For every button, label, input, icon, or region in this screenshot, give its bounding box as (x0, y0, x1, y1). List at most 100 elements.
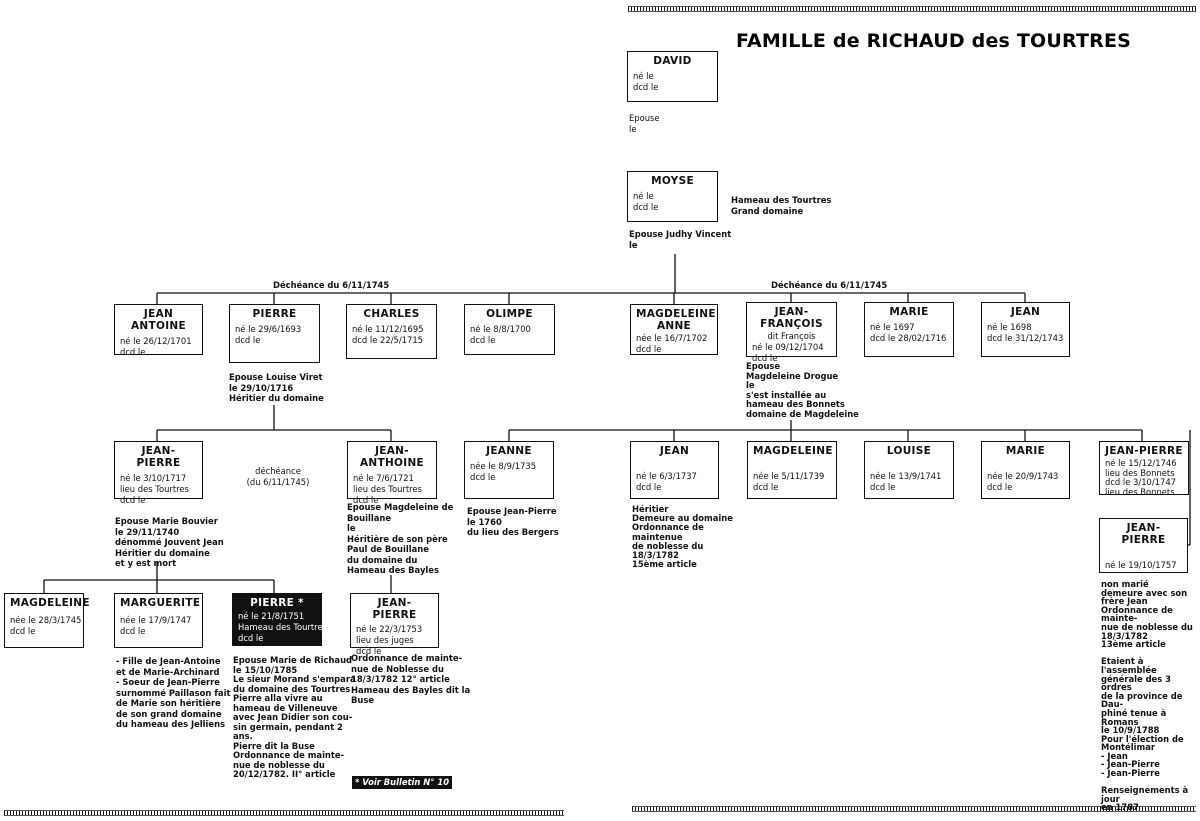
person-box-magdeleine-1739: MAGDELEINE née le 5/11/1739 dcd le (747, 441, 837, 499)
birth-line: né le 15/12/1746 (1105, 458, 1177, 468)
birth-line: née le 13/9/1741 (870, 471, 942, 481)
person-name: MAGDELEINE (10, 597, 90, 609)
birth-line: né le 29/6/1693 (235, 324, 302, 334)
birth-line: né le 1698 (987, 322, 1032, 332)
death-line: dcd le (636, 344, 662, 354)
death-line: dcd le (987, 482, 1013, 492)
bottom-border-left (4, 810, 564, 816)
person-box-marguerite: MARGUERITE née le 17/9/1747 dcd le (114, 593, 203, 648)
person-box-david: DAVID né le dcd le (627, 51, 718, 102)
note-jean-pierre-1757: non marié demeure avec son frère Jean Or… (1101, 579, 1193, 813)
death-line: dcd le (870, 482, 896, 492)
person-box-pierre-1693: PIERRE né le 29/6/1693 dcd le (229, 304, 320, 363)
person-box-jean-pierre-1757: JEAN-PIERRE né le 19/10/1757 (1099, 518, 1188, 573)
death-line: dcd le (752, 353, 778, 363)
death-line: dcd le (235, 335, 261, 345)
person-name: OLIMPE (486, 308, 533, 320)
birth-line: né le 1697 (870, 322, 915, 332)
decheance-right: Déchéance du 6/11/1745 (771, 280, 888, 290)
page-title: FAMILLE de RICHAUD des TOURTRES (736, 30, 1132, 52)
place-line: Hameau des Tourtres (238, 622, 327, 632)
person-name: JEAN-PIERRE (1121, 522, 1166, 546)
birth-line: né le 19/10/1757 (1105, 560, 1177, 570)
spouse-note-david: Epouse le (629, 113, 660, 134)
person-name: JEAN-PIERRE (1105, 445, 1183, 457)
decheance-left: Déchéance du 6/11/1745 (273, 280, 390, 290)
spouse-note-jean-anthoine: Epouse Magdeleine de Bouillane le Hériti… (347, 502, 454, 575)
birth-line: né le 09/12/1704 (752, 342, 824, 352)
birth-line: née le 16/7/1702 (636, 333, 708, 343)
person-box-marie-1697: MARIE né le 1697 dcd le 28/02/1716 (864, 302, 954, 357)
person-box-pierre-1751: PIERRE * né le 21/8/1751 Hameau des Tour… (232, 593, 327, 646)
person-name: JEANNE (486, 445, 532, 457)
person-name: JEAN ANTOINE (131, 308, 186, 332)
death-line: dcd le (356, 646, 382, 656)
person-name: MARIE (1005, 445, 1046, 457)
place-note-moyse: Hameau des Tourtres Grand domaine (731, 195, 832, 216)
death-line: dcd le (120, 495, 146, 505)
birth-line: né le 26/12/1701 (120, 336, 192, 346)
death-line: dcd le (120, 347, 146, 357)
person-name: PIERRE (252, 308, 297, 320)
death-line: dcd le 31/12/1743 (987, 333, 1064, 343)
death-line: dcd le (470, 335, 496, 345)
person-box-jean-anthoine: JEAN-ANTHOINE né le 7/6/1721 lieu des To… (347, 441, 437, 505)
person-box-jean-1698: JEAN né le 1698 dcd le 31/12/1743 (981, 302, 1070, 357)
birth-line: née le 5/11/1739 (753, 471, 825, 481)
birth-line: né le (633, 71, 654, 81)
death-line: dcd le (10, 626, 36, 636)
death-line: dcd le (470, 472, 496, 482)
place-line: lieu des Bonnets (1105, 467, 1175, 478)
person-name: JEAN-PIERRE (136, 445, 181, 469)
death-line: dcd le 3/10/1747 (1105, 477, 1176, 487)
person-box-olimpe: OLIMPE né le 8/8/1700 dcd le (464, 304, 555, 355)
person-name: CHARLES (363, 308, 420, 320)
nickname-line: dit François (767, 331, 816, 341)
spouse-note-jean-francois: Epouse Magdeleine Drogue le s'est instal… (746, 361, 859, 419)
person-name: MARGUERITE (120, 597, 201, 609)
person-name: JEAN (1010, 306, 1041, 318)
birth-line: né le 21/8/1751 (238, 611, 305, 621)
person-name: MAGDELEINE (753, 445, 833, 457)
person-name: PIERRE * (250, 597, 304, 609)
spouse-note-jeanne: Epouse Jean-Pierre le 1760 du lieu des B… (467, 506, 559, 537)
person-name: MOYSE (651, 175, 694, 187)
note-pierre-1751: Epouse Marie de Richaud le 15/10/1785 Le… (233, 655, 356, 779)
person-box-jean-pierre-1746: JEAN-PIERRE né le 15/12/1746 lieu des Bo… (1099, 441, 1189, 496)
birth-line: né le 22/3/1753 (356, 624, 423, 634)
spouse-note-pierre: Epouse Louise Viret le 29/10/1716 Hériti… (229, 372, 324, 403)
death-line: dcd le (753, 482, 779, 492)
note-jean-1737: Héritier Demeure au domaine Ordonnance d… (632, 504, 733, 570)
person-name: JEAN-FRANÇOIS (760, 306, 823, 330)
person-box-magdeleine-1745: MAGDELEINE née le 28/3/1745 dcd le (4, 593, 90, 648)
bottom-border-right (632, 806, 1196, 812)
person-box-marie-1743: MARIE née le 20/9/1743 dcd le (981, 441, 1070, 499)
person-box-jean-francois: JEAN-FRANÇOIS dit François né le 09/12/1… (746, 302, 837, 363)
person-box-moyse: MOYSE né le dcd le (627, 171, 718, 222)
person-box-louise: LOUISE née le 13/9/1741 dcd le (864, 441, 954, 499)
death-line: dcd le (636, 482, 662, 492)
spouse-note-moyse: Epouse Judhy Vincent le (629, 229, 732, 250)
person-box-charles: CHARLES né le 11/12/1695 dcd le 22/5/171… (346, 304, 437, 359)
birth-line: né le 6/3/1737 (636, 471, 697, 481)
birth-line: née le 17/9/1747 (120, 615, 192, 625)
death-line: dcd le 28/02/1716 (870, 333, 947, 343)
birth-line: né le 3/10/1717 (120, 473, 187, 483)
person-name: MAGDELEINE ANNE (636, 308, 716, 332)
person-name: JEAN (659, 445, 690, 457)
note-marguerite: - Fille de Jean-Antoine et de Marie-Arch… (116, 656, 231, 729)
birth-line: né le 8/8/1700 (470, 324, 531, 334)
birth-line: né le 7/6/1721 (353, 473, 414, 483)
place-line: lieu des juges (356, 635, 414, 645)
place-line: lieu des Tourtres (120, 484, 189, 494)
death-line: dcd le 22/5/1715 (352, 335, 423, 345)
death-line: dcd le (238, 633, 264, 643)
person-box-jeanne: JEANNE née le 8/9/1735 dcd le (464, 441, 554, 499)
birth-line: née le 20/9/1743 (987, 471, 1059, 481)
person-name: DAVID (653, 55, 692, 67)
birth-line: née le 8/9/1735 (470, 461, 537, 471)
death-line: dcd le (633, 202, 659, 212)
death-line: dcd le (120, 626, 146, 636)
birth-line: née le 28/3/1745 (10, 615, 82, 625)
decheance-note-mid: déchéance (du 6/11/1745) (246, 466, 310, 487)
